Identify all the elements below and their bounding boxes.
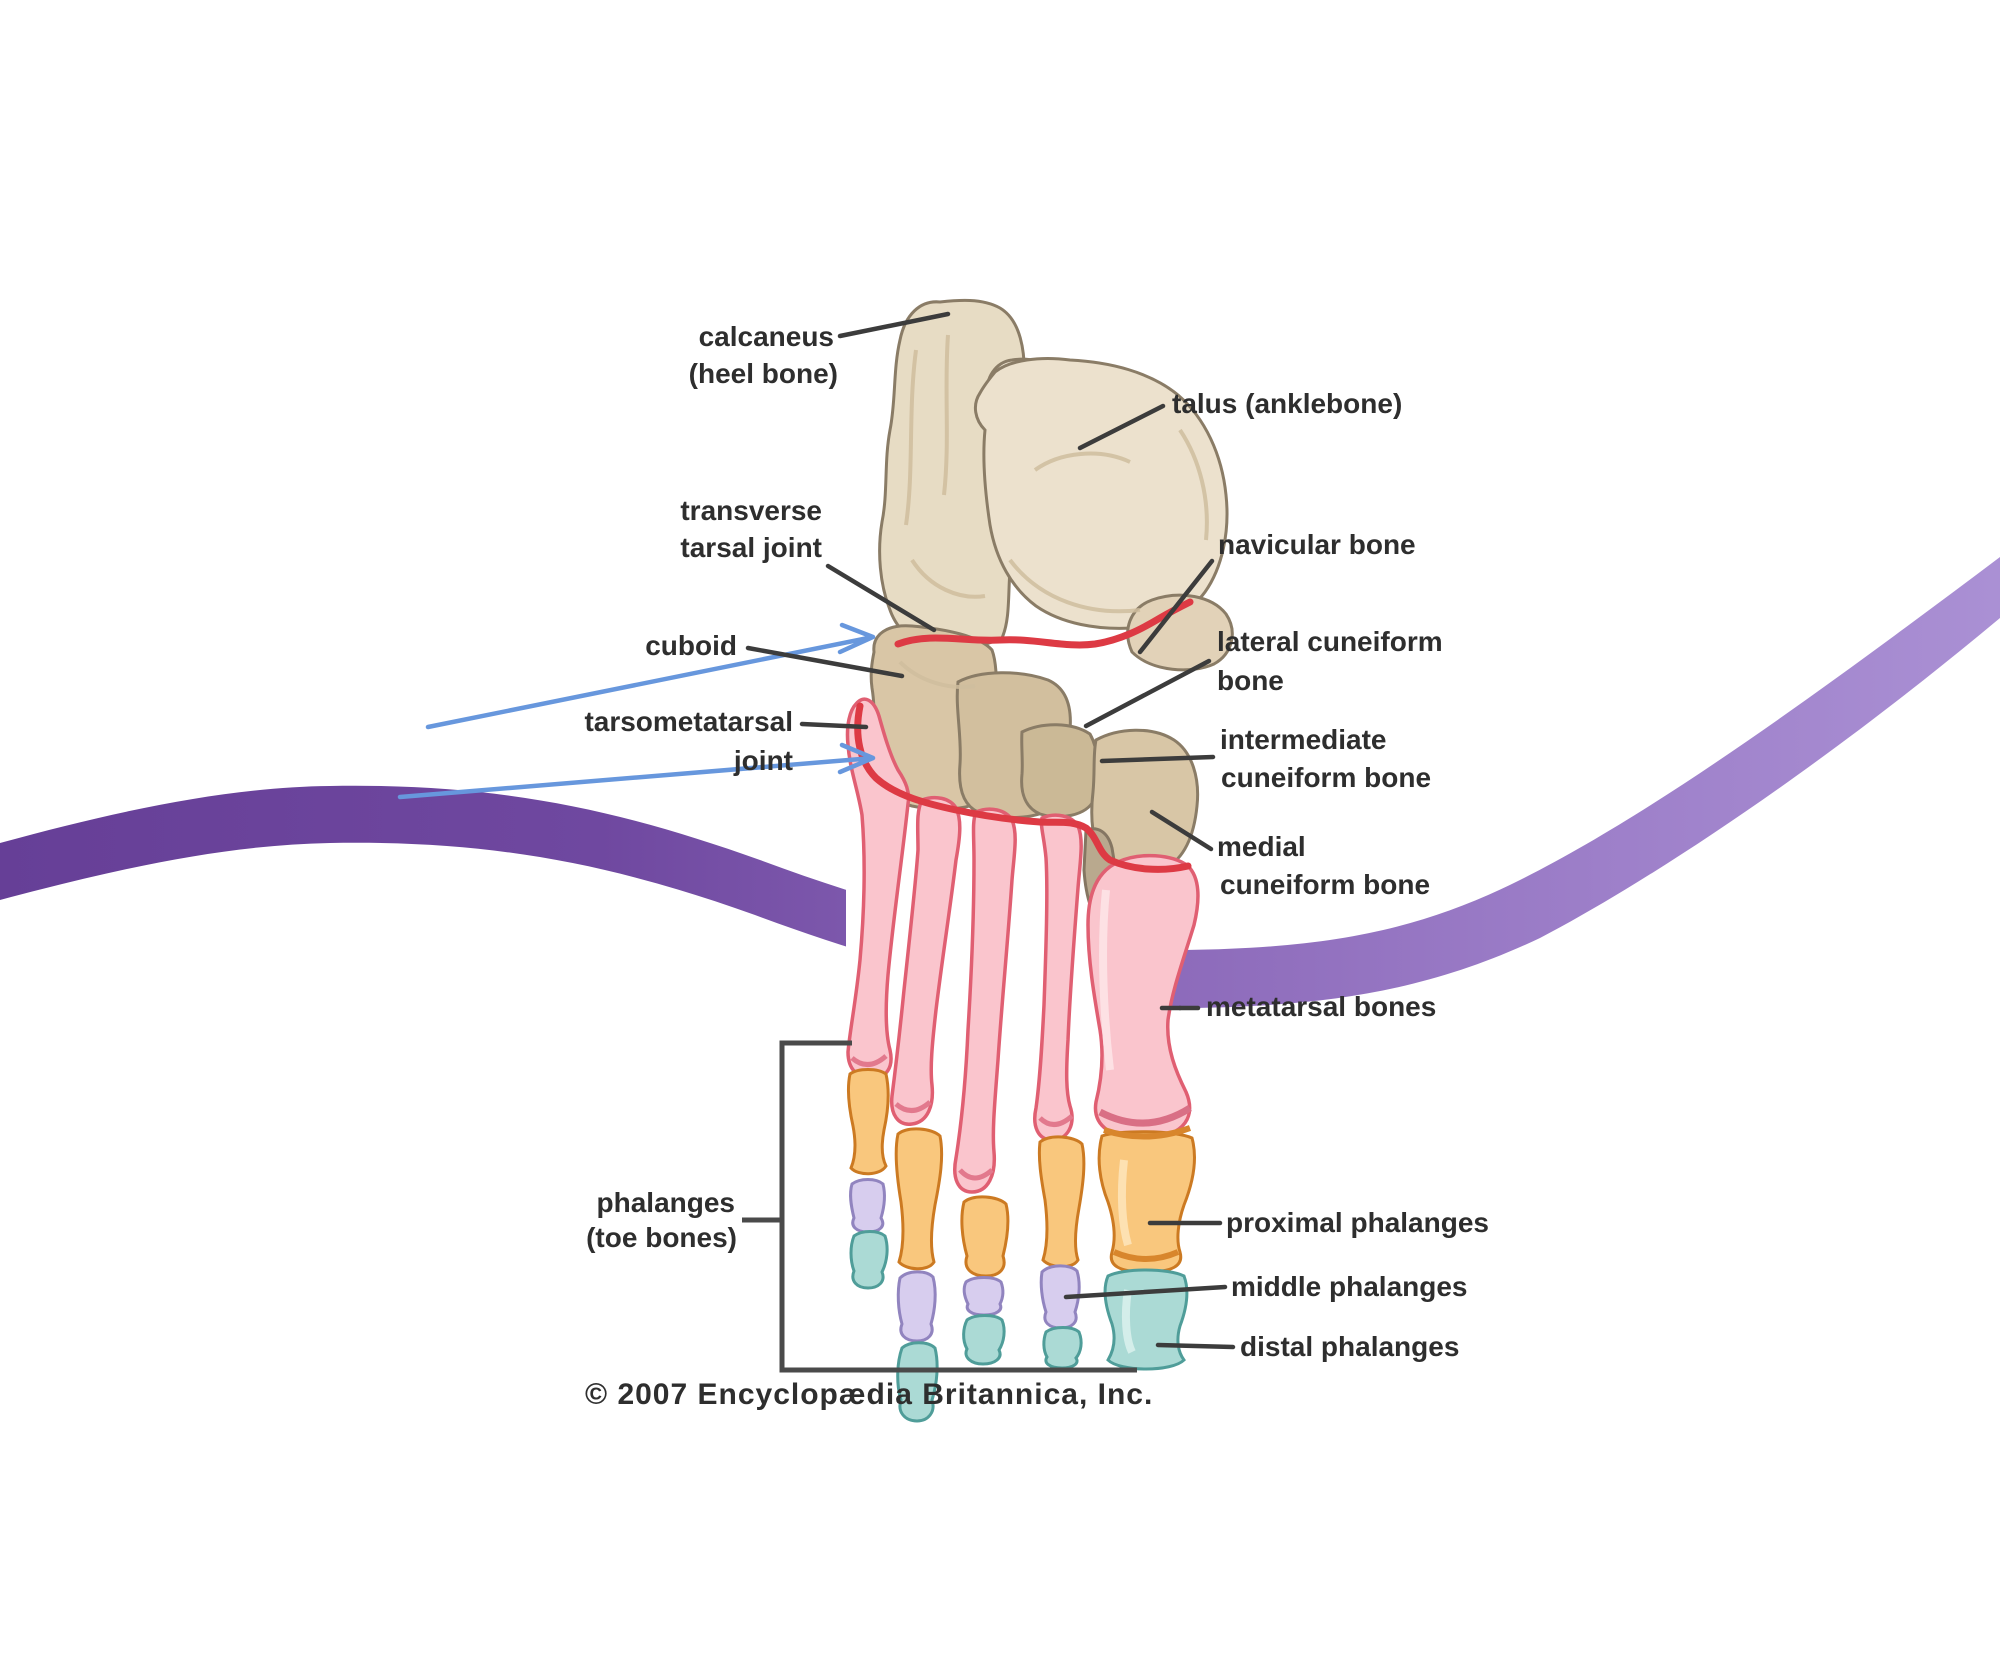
- label-transverse-line2: tarsal joint: [680, 532, 822, 563]
- tarsal-bones: [869, 298, 1234, 933]
- proximal-phalanx-2: [1037, 1135, 1086, 1269]
- leader-middle: [1063, 1284, 1228, 1300]
- label-lateral-cuneiform-line2: bone: [1217, 665, 1284, 696]
- label-intermediate-cuneiform-line1: intermediate: [1220, 724, 1387, 755]
- metatarsal-4: [889, 795, 962, 1126]
- middle-phalanx-3: [962, 1276, 1005, 1317]
- blue-arrows: [397, 622, 876, 800]
- label-tarsometatarsal-line2: joint: [733, 745, 793, 776]
- distal-phalanx-5: [849, 1230, 889, 1290]
- leader-distal: [1155, 1342, 1236, 1350]
- label-metatarsal: metatarsal bones: [1206, 991, 1436, 1022]
- metatarsal-shading: [850, 1054, 1074, 1181]
- middle-phalanx-5: [849, 1178, 886, 1234]
- arrow-to-tarsometatarsal-joint: [397, 742, 876, 800]
- label-intermediate-cuneiform-line2: cuneiform bone: [1221, 762, 1431, 793]
- middle-phalanges-group: [849, 1178, 1081, 1343]
- proximal-phalanges-group: [847, 1068, 1196, 1278]
- middle-phalanx-2: [1039, 1264, 1081, 1330]
- proximal-phalanx-4: [894, 1127, 944, 1271]
- transverse-tarsal-joint-line: [894, 598, 1194, 649]
- label-medial-cuneiform-line2: cuneiform bone: [1220, 869, 1430, 900]
- proximal-highlight: [1117, 1159, 1132, 1247]
- leader-talus: [1077, 403, 1166, 451]
- metatarsal-bones-group: [845, 697, 1200, 1194]
- label-navicular: navicular bone: [1218, 529, 1416, 560]
- leader-calcaneus: [837, 311, 951, 339]
- purple-ribbon: [0, 557, 2000, 1009]
- leader-tarsometatarsal: [799, 721, 869, 730]
- distal-phalanx-3: [962, 1314, 1006, 1366]
- proximal-phalanx-5: [847, 1068, 890, 1176]
- bracket-line: [779, 1040, 1137, 1373]
- tarsometatarsal-joint-line: [854, 702, 1192, 873]
- label-middle-phalanges: middle phalanges: [1231, 1271, 1468, 1302]
- label-distal-phalanges: distal phalanges: [1240, 1331, 1459, 1362]
- arrow-to-transverse-joint: [425, 622, 876, 730]
- label-phalanges-line2: (toe bones): [586, 1222, 737, 1253]
- label-lateral-cuneiform-line1: lateral cuneiform: [1217, 626, 1443, 657]
- label-talus: talus (anklebone): [1172, 388, 1402, 419]
- joint-lines: [854, 598, 1194, 873]
- bone-shading: [898, 334, 1209, 689]
- metatarsal1-highlight: [1099, 889, 1114, 1071]
- leader-intermediate-cuneiform: [1099, 754, 1216, 764]
- label-phalanges-line1: phalanges: [597, 1187, 735, 1218]
- metatarsal-5: [845, 697, 911, 1080]
- leader-medial-cuneiform: [1149, 809, 1214, 852]
- leader-transverse: [825, 563, 937, 633]
- metatarsal-1: [1086, 853, 1200, 1140]
- label-calcaneus-line1: calcaneus: [699, 321, 834, 352]
- phalanges-bracket: [742, 1040, 1137, 1373]
- leader-lines: [745, 311, 1236, 1350]
- copyright-notice: © 2007 Encyclopædia Britannica, Inc.: [585, 1378, 1153, 1411]
- distal-phalanx-1: [1103, 1268, 1189, 1371]
- labels: calcaneus (heel bone) transverse tarsal …: [584, 321, 1489, 1411]
- leader-lateral-cuneiform: [1083, 658, 1212, 729]
- distal-phalanx-2: [1042, 1326, 1083, 1370]
- middle-phalanx-4: [896, 1270, 937, 1343]
- proximal-phalanx-3: [960, 1195, 1010, 1278]
- label-transverse-line1: transverse: [680, 495, 822, 526]
- distal-phalanx-4: [896, 1341, 939, 1423]
- label-medial-cuneiform-line1: medial: [1217, 831, 1306, 862]
- proximal-shading: [1103, 1125, 1192, 1262]
- label-calcaneus-line2: (heel bone): [689, 358, 838, 389]
- intermediate-cuneiform-bone: [1020, 723, 1100, 819]
- label-proximal-phalanges: proximal phalanges: [1226, 1207, 1489, 1238]
- distal-highlight: [1121, 1289, 1136, 1354]
- metatarsal-3: [953, 807, 1017, 1194]
- proximal-phalanx-1: [1097, 1130, 1196, 1274]
- label-cuboid: cuboid: [645, 630, 737, 661]
- leader-navicular: [1137, 558, 1215, 655]
- leader-cuboid: [745, 645, 905, 679]
- label-tarsometatarsal-line1: tarsometatarsal: [584, 706, 793, 737]
- metatarsal1-crescent: [1098, 1105, 1192, 1127]
- metatarsal-2: [1033, 813, 1083, 1142]
